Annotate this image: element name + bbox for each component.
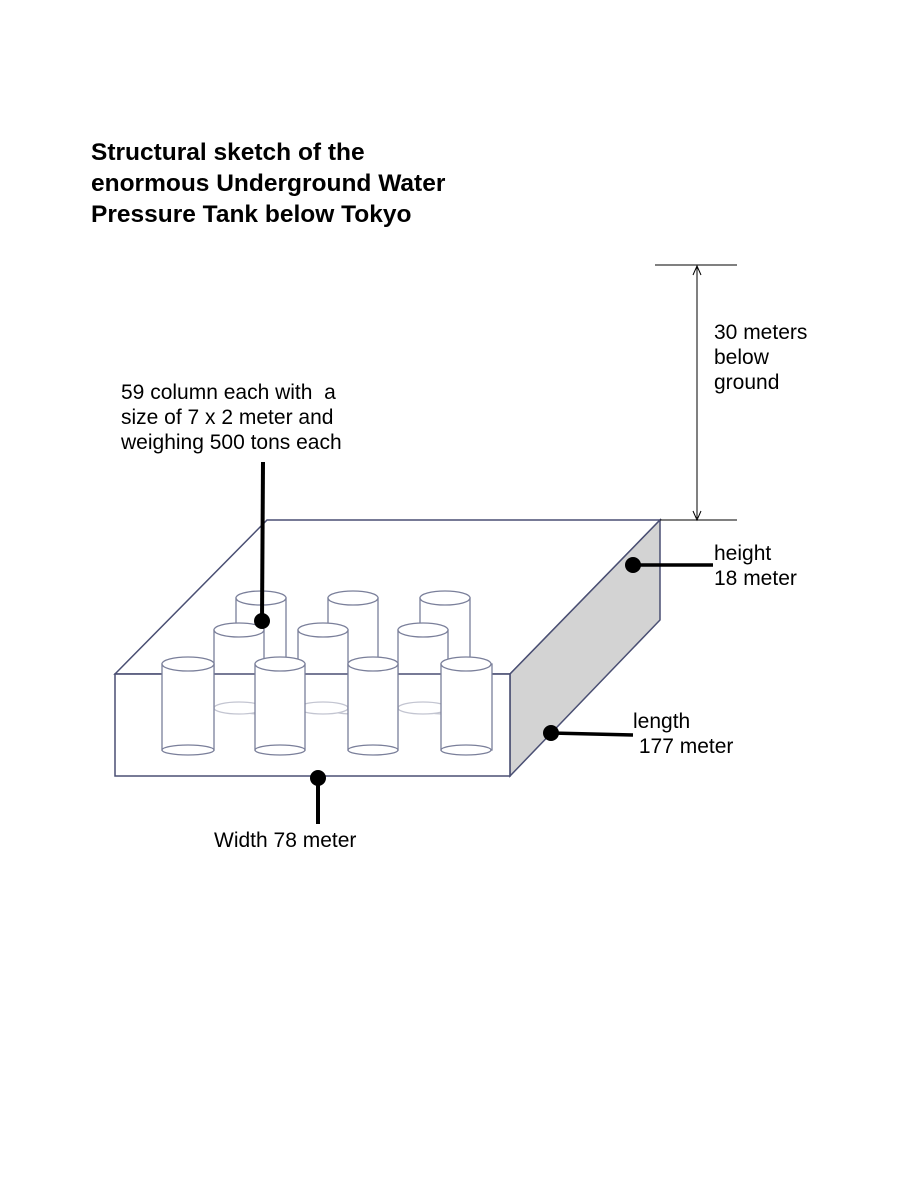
depth-dimension	[655, 264, 737, 522]
depth-label: 30 meters below ground	[714, 320, 807, 395]
height-label: height 18 meter	[714, 541, 797, 591]
column	[254, 656, 306, 756]
leader-height	[625, 557, 713, 573]
leader-length	[543, 725, 634, 741]
title-line-1: Structural sketch of the	[91, 139, 365, 166]
width-label-text: Width 78 meter	[214, 829, 357, 852]
columns-label: 59 column each with a size of 7 x 2 mete…	[121, 380, 342, 455]
length-label: length 177 meter	[633, 709, 733, 759]
depth-label-line-3: ground	[714, 371, 780, 394]
height-label-line-2: 18 meter	[714, 567, 797, 590]
leader-columns	[254, 461, 270, 629]
title-line-2: enormous Underground Water	[91, 170, 446, 197]
length-label-line-2: 177 meter	[633, 735, 734, 758]
width-label: Width 78 meter	[214, 828, 356, 853]
leader-width	[310, 770, 326, 824]
depth-label-line-1: 30 meters	[714, 321, 808, 344]
diagram-title: Structural sketch of the enormous Underg…	[91, 137, 445, 230]
length-label-line-1: length	[633, 710, 691, 733]
column	[347, 656, 399, 756]
column	[161, 656, 215, 756]
column-group-front	[161, 656, 493, 756]
height-label-line-1: height	[714, 542, 772, 565]
depth-label-line-2: below	[714, 346, 769, 369]
columns-label-line-2: size of 7 x 2 meter and	[121, 406, 334, 429]
title-line-3: Pressure Tank below Tokyo	[91, 201, 412, 228]
columns-label-line-1: 59 column each with a	[121, 381, 336, 404]
column	[440, 656, 493, 756]
columns-label-line-3: weighing 500 tons each	[121, 431, 342, 454]
